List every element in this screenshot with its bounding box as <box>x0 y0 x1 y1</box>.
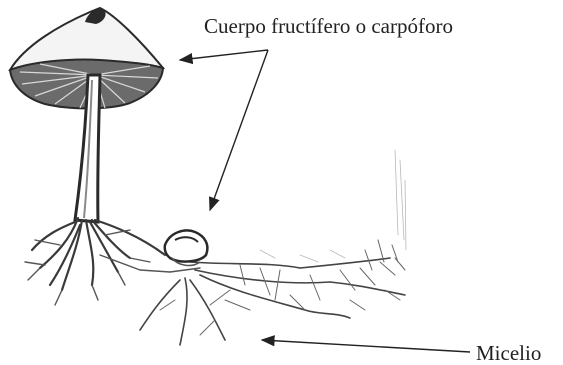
mycelium-label: Micelio <box>476 343 541 364</box>
arrow-to-mycelium <box>262 340 470 352</box>
annotation-arrows <box>180 50 470 352</box>
mushroom-illustration <box>10 8 163 222</box>
fruiting-body-label: Cuerpo fructífero o carpóforo <box>204 16 453 37</box>
young-fruiting-body <box>165 231 208 266</box>
arrow-to-mushroom-cap <box>180 50 268 60</box>
arrow-to-young-fruiting-body <box>210 50 268 210</box>
